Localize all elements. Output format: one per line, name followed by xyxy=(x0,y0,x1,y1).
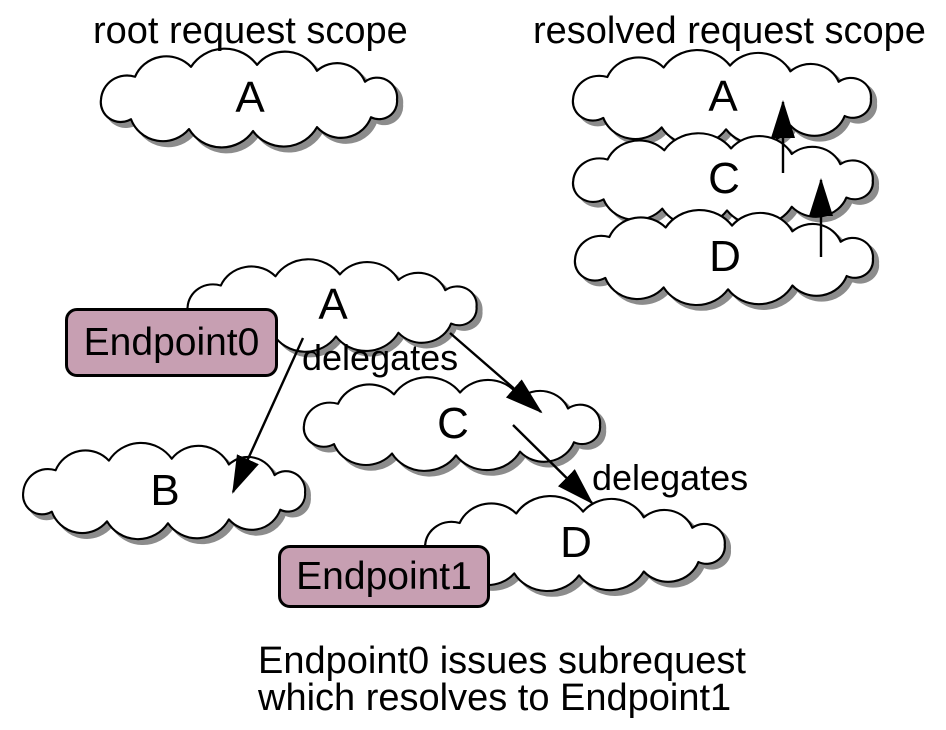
cloud-main-d-label: D xyxy=(560,518,592,567)
caption: Endpoint0 issues subrequest which resolv… xyxy=(258,640,746,719)
endpoint0-box: Endpoint0 xyxy=(65,308,278,377)
delegates-label-a: delegates xyxy=(302,337,459,378)
cloud-main-a-label: A xyxy=(318,280,348,329)
caption-line-1: Endpoint0 issues subrequest xyxy=(258,640,746,682)
resolved-scope-title: resolved request scope xyxy=(533,10,926,52)
endpoint1-label: Endpoint1 xyxy=(296,555,472,598)
caption-line-2: which resolves to Endpoint1 xyxy=(258,677,732,719)
cloud-resolved-c-label: C xyxy=(708,154,740,203)
endpoint1-box: Endpoint1 xyxy=(278,545,490,608)
cloud-root-a-label: A xyxy=(235,72,265,122)
cloud-main-b-label: B xyxy=(150,465,180,515)
cloud-main-c-label: C xyxy=(437,398,469,448)
arrow-a-delegates-c xyxy=(449,332,543,414)
arrow-c-delegates-d xyxy=(512,424,594,505)
root-scope-title: root request scope xyxy=(93,10,408,52)
endpoint0-label: Endpoint0 xyxy=(83,321,260,364)
cloud-resolved-a-label: A xyxy=(708,72,738,121)
arrow-a-delegates-b xyxy=(231,337,305,494)
delegates-label-c: delegates xyxy=(592,457,749,498)
cloud-resolved-d-label: D xyxy=(709,232,741,281)
